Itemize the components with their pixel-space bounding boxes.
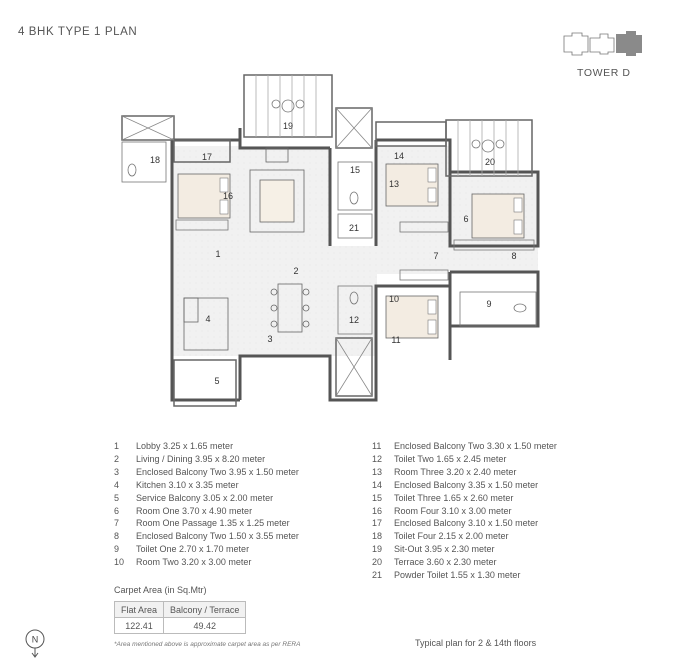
room-number-14: 14: [394, 151, 404, 161]
room-number-9: 9: [486, 299, 491, 309]
room-number-3: 3: [267, 334, 272, 344]
flat-area-value: 122.41: [113, 617, 165, 634]
room-number-18: 18: [150, 155, 160, 165]
typical-floors-note: Typical plan for 2 & 14th floors: [415, 638, 537, 648]
room-number-11: 11: [391, 335, 400, 345]
room-number-2: 2: [293, 266, 298, 276]
room-number-19: 19: [283, 121, 293, 131]
room-number-7: 7: [433, 251, 438, 261]
north-label: N: [32, 635, 39, 645]
room-number-17: 17: [202, 152, 212, 162]
north-arrow-icon: N: [25, 629, 45, 658]
room-number-8: 8: [511, 251, 516, 261]
tower-key-plan: [563, 31, 642, 56]
balcony-terrace-header: Balcony / Terrace: [163, 601, 247, 618]
room-number-5: 5: [214, 376, 219, 386]
tower-label: TOWER D: [577, 67, 631, 79]
carpet-area-title: Carpet Area (in Sq.Mtr): [114, 585, 207, 595]
carpet-area-table: Flat Area Balcony / Terrace 122.41 49.42: [113, 601, 247, 634]
room-number-16: 16: [223, 191, 233, 201]
room-number-6: 6: [463, 214, 468, 224]
rera-footnote: *Area mentioned above is approximate car…: [114, 641, 301, 648]
room-number-12: 12: [349, 315, 359, 325]
balcony-terrace-value: 49.42: [163, 617, 247, 634]
room-number-21: 21: [349, 223, 359, 233]
floor-plan: 1 2 3 4 5 6 7 8 9 10 11 12 13 14 15 16 1…: [121, 74, 540, 407]
plan-title: 4 BHK TYPE 1 PLAN: [18, 26, 138, 38]
room-number-1: 1: [215, 249, 220, 259]
flat-area-header: Flat Area: [113, 601, 165, 618]
room-number-15: 15: [350, 165, 360, 175]
room-number-4: 4: [205, 314, 210, 324]
room-number-13: 13: [389, 179, 399, 189]
room-number-10: 10: [389, 294, 399, 304]
room-number-20: 20: [485, 157, 495, 167]
